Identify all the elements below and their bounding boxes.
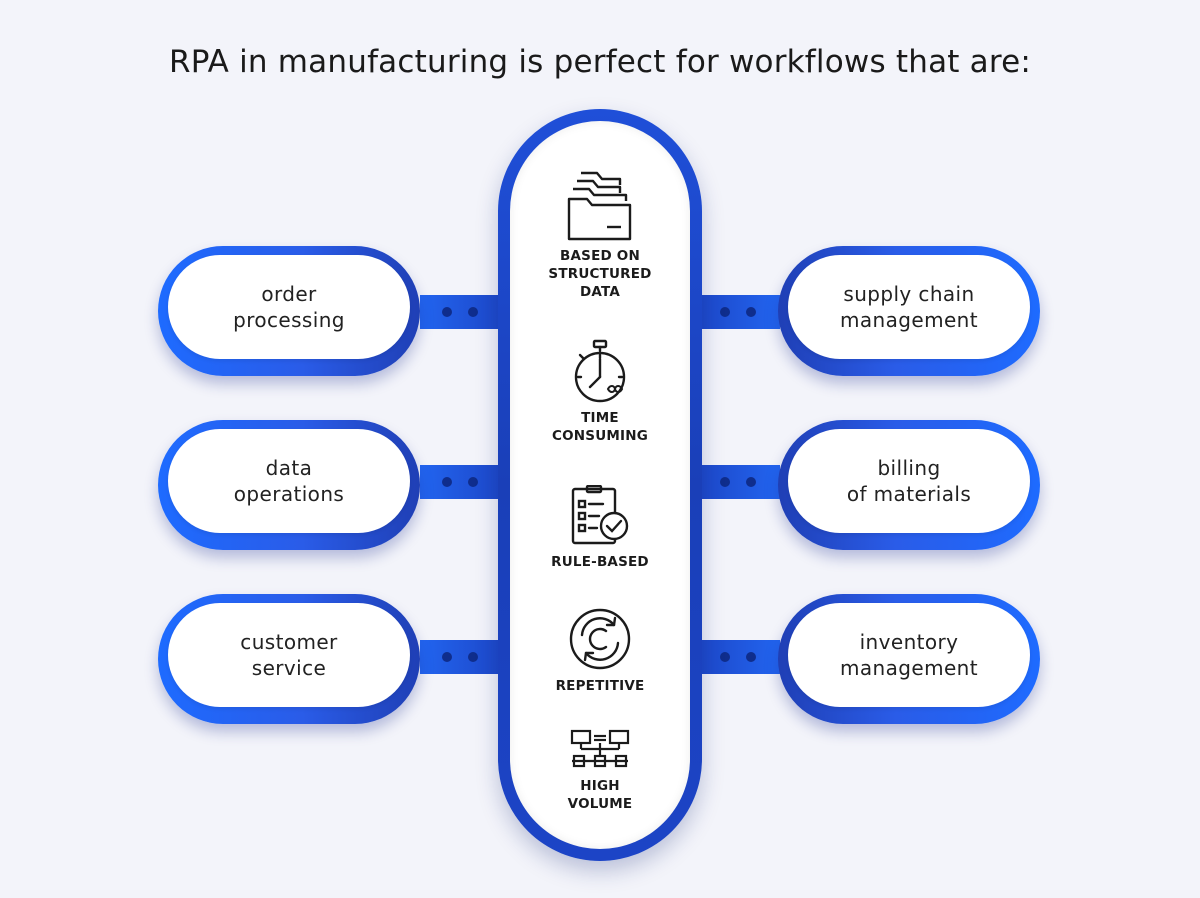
- pill-label-line: service: [251, 656, 327, 680]
- left-pill-inner: order processing: [168, 255, 410, 359]
- pill-label-line: billing: [877, 456, 941, 480]
- feature-label-line: REPETITIVE: [555, 678, 645, 694]
- feature-label-line: HIGH: [580, 778, 620, 794]
- pill-label-line: supply chain: [843, 282, 975, 306]
- pill-label-line: operations: [233, 482, 345, 506]
- connector-right-2: [698, 465, 780, 499]
- right-pill-inventory: inventory management: [778, 594, 1040, 724]
- right-pill-billing: billing of materials: [778, 420, 1040, 550]
- right-pill-inner: billing of materials: [788, 429, 1030, 533]
- pill-label-line: processing: [233, 308, 345, 332]
- feature-label-line: TIME: [581, 410, 619, 426]
- network-icon: [510, 729, 690, 771]
- connector-left-1: [420, 295, 502, 329]
- pill-label-line: data: [265, 456, 313, 480]
- connector-left-2: [420, 465, 502, 499]
- connector-right-1: [698, 295, 780, 329]
- pill-label-line: management: [840, 656, 978, 680]
- right-pill-inner: inventory management: [788, 603, 1030, 707]
- feature-label-line: CONSUMING: [551, 428, 648, 444]
- left-pill-inner: customer service: [168, 603, 410, 707]
- central-pill-inner: BASED ON STRUCTURED DATA: [510, 121, 690, 849]
- feature-label-line: RULE-BASED: [551, 554, 649, 570]
- stopwatch-icon: [510, 339, 690, 403]
- pill-label-line: of materials: [846, 482, 972, 506]
- pill-label-line: inventory: [859, 630, 959, 654]
- feature-high-volume: HIGH VOLUME: [510, 729, 690, 813]
- left-pill-order-processing: order processing: [158, 246, 420, 376]
- right-pill-inner: supply chain management: [788, 255, 1030, 359]
- feature-rule-based: RULE-BASED: [510, 485, 690, 571]
- left-pill-data-operations: data operations: [158, 420, 420, 550]
- feature-repetitive: REPETITIVE: [510, 607, 690, 695]
- feature-label-line: STRUCTURED: [548, 266, 652, 282]
- feature-label-line: VOLUME: [567, 796, 633, 812]
- central-pill: BASED ON STRUCTURED DATA: [498, 109, 702, 861]
- feature-structured-data: BASED ON STRUCTURED DATA: [510, 169, 690, 301]
- feature-label-line: DATA: [579, 284, 620, 300]
- folders-icon: [510, 169, 690, 241]
- pill-label-line: customer: [240, 630, 338, 654]
- pill-label-line: management: [840, 308, 978, 332]
- left-pill-customer-service: customer service: [158, 594, 420, 724]
- pill-label-line: order: [261, 282, 317, 306]
- diagram-title: RPA in manufacturing is perfect for work…: [168, 44, 1032, 80]
- repeat-icon: [510, 607, 690, 671]
- right-pill-supply-chain: supply chain management: [778, 246, 1040, 376]
- feature-time-consuming: TIME CONSUMING: [510, 339, 690, 445]
- feature-label-line: BASED ON: [560, 248, 640, 264]
- connector-left-3: [420, 640, 502, 674]
- checklist-icon: [510, 485, 690, 547]
- connector-right-3: [698, 640, 780, 674]
- left-pill-inner: data operations: [168, 429, 410, 533]
